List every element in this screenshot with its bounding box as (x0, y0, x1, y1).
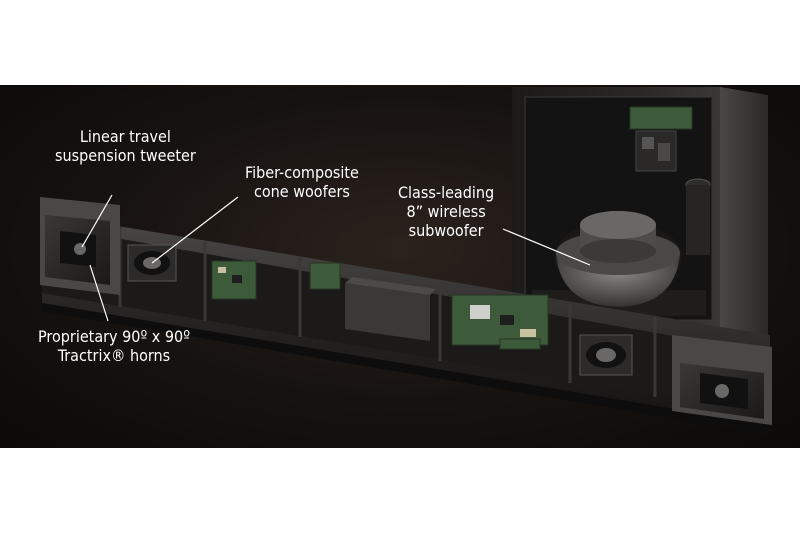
soundbar-cutaway-illustration (40, 87, 772, 435)
center-enclosure (345, 277, 436, 341)
tweeter-callout: Linear travel suspension tweeter (55, 127, 196, 165)
subwoofer-cabinet (512, 87, 768, 347)
woofers-callout-line-2: cone woofers (253, 182, 350, 201)
right-tractrix-horn (672, 335, 772, 425)
woofers-callout-line-1: Fiber-composite (245, 163, 359, 182)
horns-callout: Proprietary 90º x 90º Tractrix® horns (38, 327, 190, 365)
subwoofer-callout-line-3: subwoofer (408, 221, 484, 240)
woofers-callout: Fiber-composite cone woofers (245, 163, 359, 201)
tweeter-callout-line-2: suspension tweeter (55, 146, 196, 165)
horns-callout-line-2: Tractrix® horns (57, 346, 171, 365)
subwoofer-callout-line-1: Class-leading (398, 183, 495, 202)
tweeter-callout-line-1: Linear travel (79, 127, 171, 146)
subwoofer-amp-board (629, 106, 693, 130)
right-cone-woofer (579, 334, 633, 376)
right-tweeter (715, 384, 729, 398)
horns-callout-line-1: Proprietary 90º x 90º (38, 327, 190, 346)
subwoofer-callout: Class-leading 8” wireless subwoofer (398, 183, 494, 240)
left-tractrix-horn (40, 197, 120, 295)
callout-leader-lines (81, 194, 591, 322)
left-tweeter (74, 243, 86, 255)
soundbar-cutaway (40, 197, 772, 435)
soundbar-circuit-boards (211, 260, 549, 350)
product-illustration: Linear travel suspension tweeter Fiber-c… (0, 85, 800, 448)
subwoofer-callout-line-2: 8” wireless (406, 202, 486, 221)
